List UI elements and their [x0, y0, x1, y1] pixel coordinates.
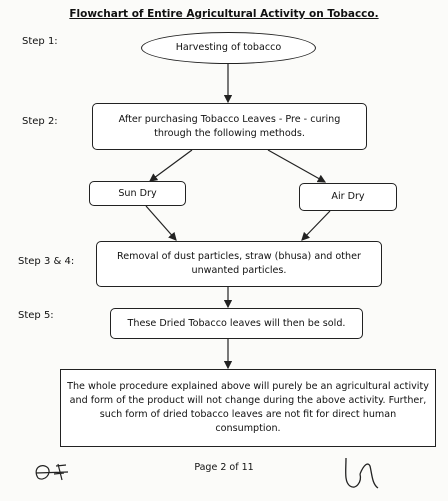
node-harvesting-text: Harvesting of tobacco	[175, 42, 282, 54]
node-sun-dry-text: Sun Dry	[118, 187, 157, 199]
node-removal: Removal of dust particles, straw (bhusa)…	[96, 241, 382, 287]
node-removal-text: Removal of dust particles, straw (bhusa)…	[117, 251, 361, 276]
arrow-air-dry-to-removal	[301, 210, 331, 241]
node-sold-text: These Dried Tobacco leaves will then be …	[127, 317, 346, 329]
signature-left	[35, 463, 69, 481]
arrow-precure-to-air-dry	[267, 149, 327, 183]
step-5-label: Step 5:	[18, 310, 54, 321]
arrow-precure-to-sun-dry	[149, 149, 193, 182]
step-2-label: Step 2:	[22, 116, 58, 127]
node-air-dry: Air Dry	[299, 183, 397, 211]
node-pre-curing-text: After purchasing Tobacco Leaves - Pre - …	[118, 113, 341, 139]
step-3-4-label: Step 3 & 4:	[18, 256, 75, 267]
signature-right	[345, 457, 379, 489]
node-final-note: The whole procedure explained above will…	[60, 369, 436, 447]
node-sold: These Dried Tobacco leaves will then be …	[110, 308, 363, 339]
node-sun-dry: Sun Dry	[89, 181, 186, 206]
flowchart-title: Flowchart of Entire Agricultural Activit…	[69, 8, 379, 20]
node-pre-curing: After purchasing Tobacco Leaves - Pre - …	[92, 103, 367, 150]
arrow-sun-dry-to-removal	[145, 205, 177, 241]
page-number: Page 2 of 11	[194, 462, 254, 473]
step-1-label: Step 1:	[22, 36, 58, 47]
node-air-dry-text: Air Dry	[331, 191, 365, 203]
node-harvesting: Harvesting of tobacco	[141, 32, 316, 64]
node-final-note-text: The whole procedure explained above will…	[67, 381, 429, 434]
